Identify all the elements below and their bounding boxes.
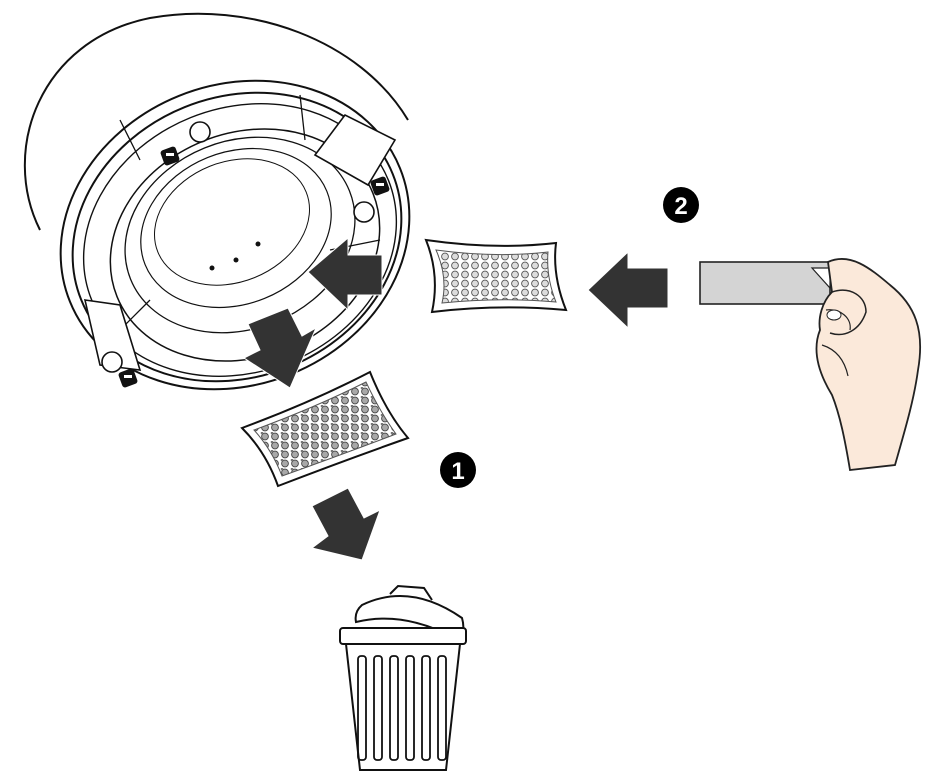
arrow-icon <box>587 250 669 330</box>
step-badge-1: 1 <box>440 452 476 488</box>
arrow-icon <box>307 236 383 312</box>
desiccant-pack-icon <box>240 370 410 488</box>
step-badge-2: 2 <box>663 187 699 223</box>
trash-can-icon <box>339 584 467 771</box>
desiccant-pack-icon <box>424 238 568 314</box>
step-number: 1 <box>451 458 464 485</box>
step-number: 2 <box>674 193 687 220</box>
arrow-icon <box>242 307 318 389</box>
hand-icon <box>699 258 922 471</box>
camera-dome-housing-icon <box>23 12 411 391</box>
arrow-icon <box>310 487 381 561</box>
